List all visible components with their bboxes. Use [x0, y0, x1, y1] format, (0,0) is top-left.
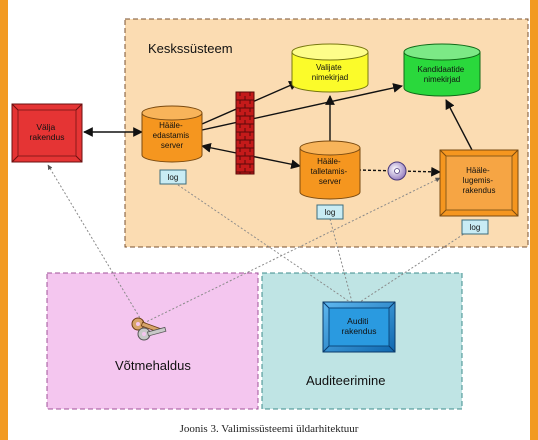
- candidate-lists-line-2: nimekirjad: [424, 75, 460, 84]
- vote-forwarding-server-node: Hääle- edastamis server: [141, 105, 203, 163]
- voter-lists-line-1: Valijate: [316, 63, 342, 72]
- external-application-node: Välja rakendus: [11, 103, 83, 163]
- log-box-counting: log: [461, 219, 489, 235]
- vote-storage-server-label: Hääle- talletamis- server: [311, 157, 350, 186]
- disk-icon: [387, 161, 407, 181]
- log-label-storage: log: [325, 208, 336, 217]
- audit-application-line-2: rakendus: [342, 326, 377, 336]
- log-box-forwarding: log: [159, 169, 187, 185]
- dotted-connectors: [47, 164, 471, 326]
- log-label-counting: log: [470, 223, 481, 232]
- candidate-lists-line-1: Kandidaatide: [418, 65, 465, 74]
- vote-storage-server-line-1: Hääle-: [317, 157, 341, 166]
- central-system-title: Keskssüsteem: [148, 41, 233, 56]
- vote-forwarding-server-line-2: edastamis: [153, 131, 189, 140]
- vote-counting-application-line-3: rakendus: [463, 186, 496, 195]
- vote-storage-server-node: Hääle- talletamis- server: [299, 140, 361, 200]
- vote-forwarding-server-line-3: server: [161, 141, 184, 150]
- audit-application-label: Auditi rakendus: [342, 316, 377, 336]
- external-application-line-2: rakendus: [30, 132, 65, 142]
- keys-icon: [131, 317, 167, 341]
- vote-storage-server-line-3: server: [319, 177, 342, 186]
- log-box-storage: log: [316, 204, 344, 220]
- vote-counting-application-node: Hääle- lugemis- rakendus: [439, 149, 519, 217]
- key-management-region: Võtmehaldus: [46, 272, 259, 410]
- page-edge-left: [0, 0, 8, 440]
- page-edge-right: [530, 0, 538, 440]
- vote-counting-application-line-2: lugemis-: [463, 176, 494, 185]
- firewall-icon: [235, 91, 255, 175]
- candidate-lists-label: Kandidaatide nimekirjad: [418, 65, 467, 84]
- vote-counting-application-label: Hääle- lugemis- rakendus: [463, 166, 496, 195]
- audit-application-line-1: Auditi: [347, 316, 368, 326]
- external-application-line-1: Välja: [36, 122, 55, 132]
- voter-lists-line-2: nimekirjad: [312, 73, 348, 82]
- vote-storage-server-line-2: talletamis-: [311, 167, 348, 176]
- figure-caption: Joonis 3. Valimissüsteemi üldarhitektuur: [180, 423, 359, 435]
- voter-lists-database-node: Valijate nimekirjad: [291, 43, 369, 93]
- candidate-lists-database-node: Kandidaatide nimekirjad: [403, 43, 481, 97]
- vote-counting-application-line-1: Hääle-: [466, 166, 490, 175]
- key-management-title: Võtmehaldus: [115, 358, 191, 373]
- voter-lists-label: Valijate nimekirjad: [312, 63, 348, 82]
- vote-forwarding-server-label: Hääle- edastamis server: [153, 121, 192, 150]
- audit-application-node: Auditi rakendus: [322, 301, 396, 353]
- external-application-label: Välja rakendus: [30, 122, 65, 142]
- auditing-title: Auditeerimine: [306, 373, 386, 388]
- log-label-forwarding: log: [168, 173, 179, 182]
- vote-forwarding-server-line-1: Hääle-: [159, 121, 183, 130]
